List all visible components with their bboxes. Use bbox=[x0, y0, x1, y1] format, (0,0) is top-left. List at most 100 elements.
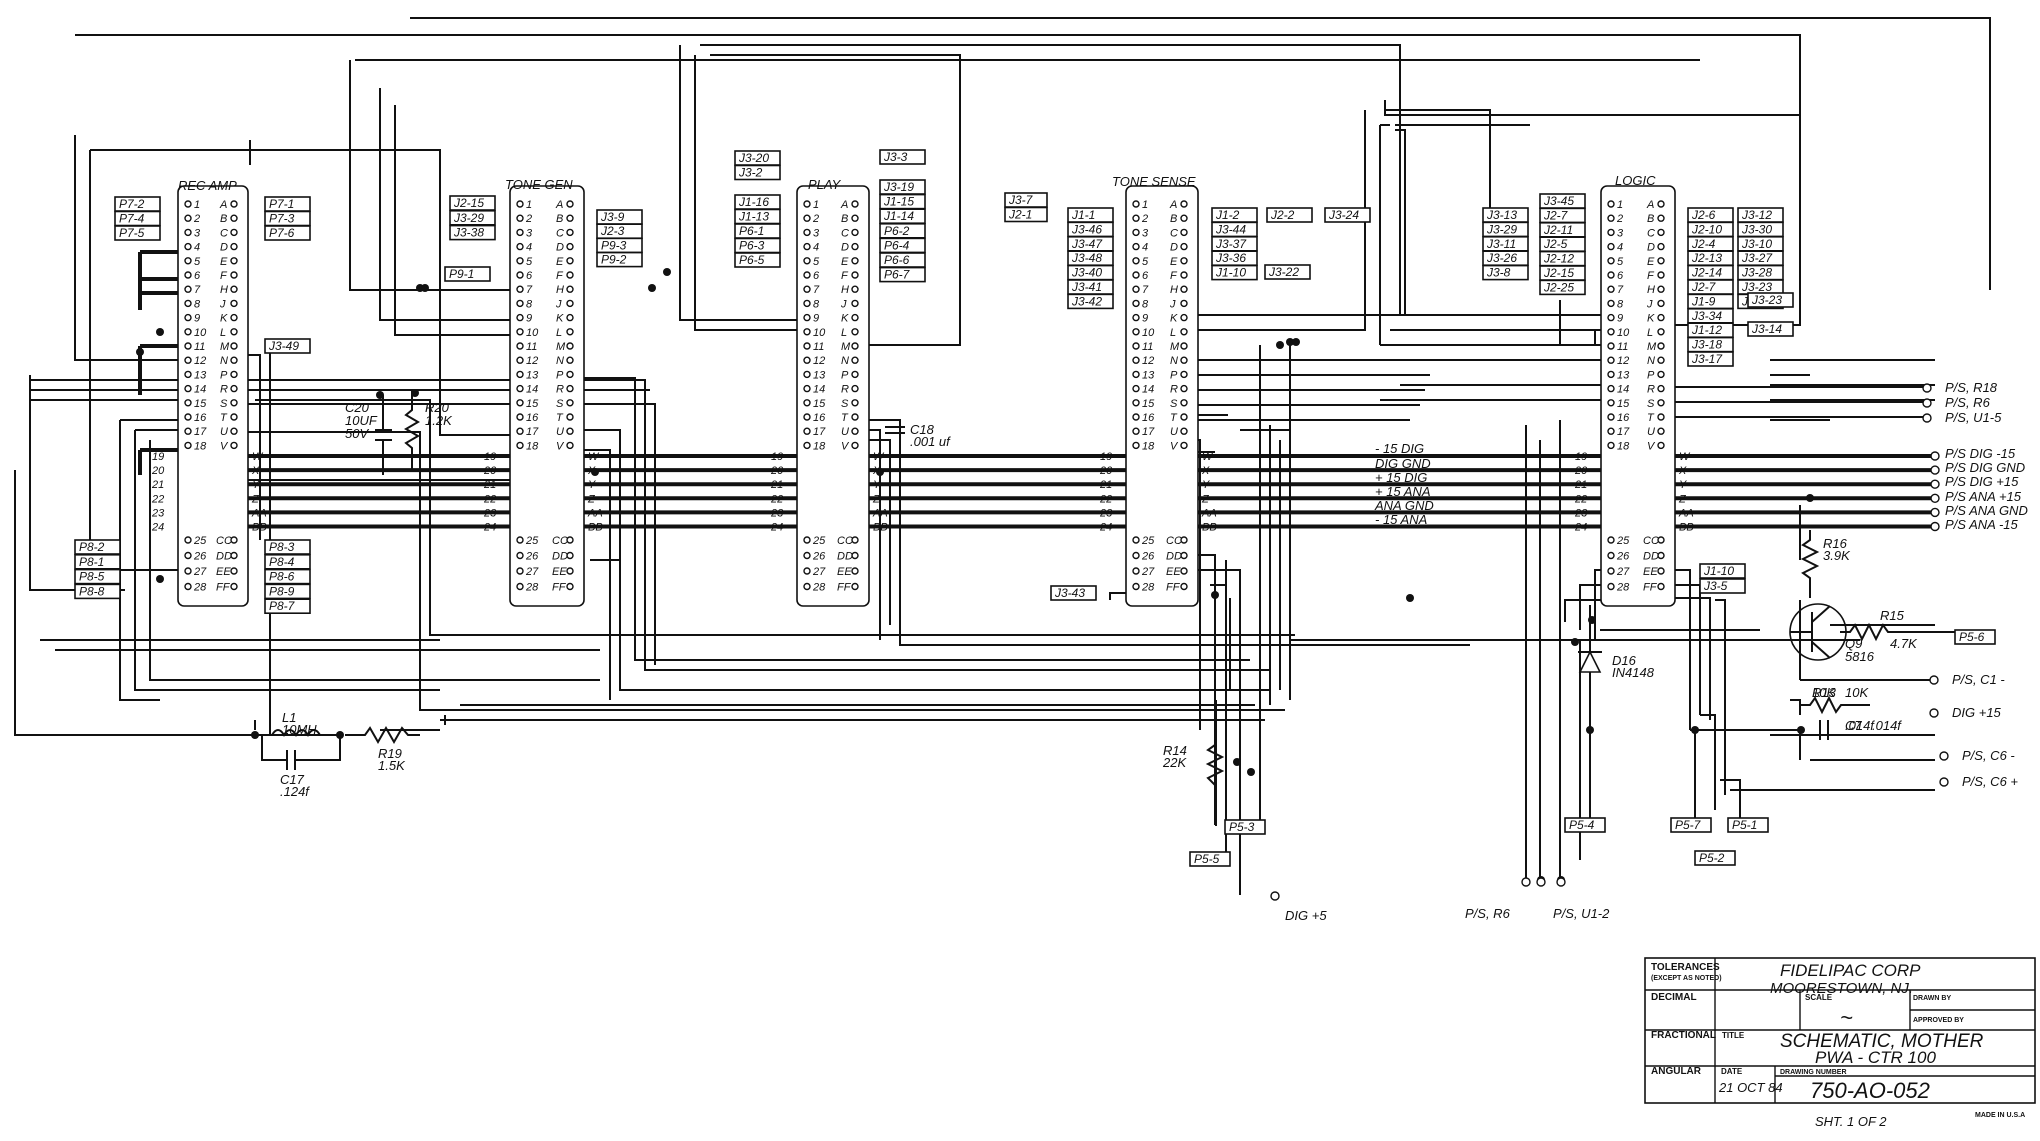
connector-label: J3-38 bbox=[453, 226, 484, 240]
pin-number: 11 bbox=[526, 341, 537, 353]
bus-pin-letter: X bbox=[587, 465, 596, 477]
bus-pin-letter: AA bbox=[587, 507, 603, 519]
connector-j3-37: J3-37 bbox=[1211, 236, 1258, 252]
pin-number: 12 bbox=[194, 355, 206, 367]
connector-p9-1: P9-1 bbox=[444, 266, 491, 282]
pin-number: 8 bbox=[1617, 298, 1624, 310]
pin-number: 6 bbox=[1142, 270, 1149, 282]
connector-label: J2-1 bbox=[1008, 208, 1032, 222]
bus-pin-letter: Z bbox=[872, 493, 881, 505]
connector-j2-14: J2-14 bbox=[1687, 264, 1734, 281]
component-label-c7: .014f bbox=[1872, 718, 1902, 733]
pin-letter: FF bbox=[1166, 582, 1181, 594]
connector-label: J3-18 bbox=[1691, 338, 1722, 352]
connector-j2-6: J2-6 bbox=[1687, 207, 1734, 223]
component-label-r20: 1.2K bbox=[425, 413, 453, 428]
connector-p7-4: P7-4 bbox=[114, 210, 161, 227]
bus-pin-number: 23 bbox=[483, 507, 497, 519]
connector-label: J3-43 bbox=[1054, 586, 1085, 600]
pin-letter: D bbox=[556, 242, 564, 254]
connector-label: J2-13 bbox=[1691, 251, 1722, 265]
connector-j3-17: J3-17 bbox=[1687, 351, 1734, 367]
component-label-c17: C17 bbox=[280, 772, 305, 787]
pin-number: 10 bbox=[1142, 327, 1155, 339]
pin-letter: M bbox=[1647, 341, 1657, 353]
pin-number: 17 bbox=[813, 426, 826, 438]
pin-number: 13 bbox=[526, 369, 539, 381]
pin-number: 5 bbox=[813, 256, 820, 268]
connector-j1-16: J1-16 bbox=[734, 194, 781, 210]
connector-j3-29: J3-29 bbox=[449, 210, 496, 226]
connector-label: J2-5 bbox=[1543, 237, 1568, 251]
bus-pin-number: 20 bbox=[770, 465, 784, 477]
title-block: TOLERANCES (EXCEPT AS NOTED) DECIMAL FRA… bbox=[1644, 957, 2036, 1129]
component-label-c20: C20 bbox=[345, 400, 370, 415]
pin-letter: CC bbox=[1166, 535, 1182, 547]
pin-letter: T bbox=[220, 412, 228, 424]
pin-number: 25 bbox=[1141, 535, 1155, 547]
company-location: MOORESTOWN, NJ. bbox=[1770, 980, 1913, 997]
pin-letter: F bbox=[1170, 270, 1178, 282]
connector-label: P8-2 bbox=[79, 540, 105, 554]
connector-label: J3-20 bbox=[738, 151, 769, 165]
pin-10: 10 L bbox=[1132, 327, 1188, 339]
pin-letter: T bbox=[841, 412, 849, 424]
connector-p8-8: P8-8 bbox=[74, 583, 121, 600]
pin-number: 25 bbox=[525, 535, 539, 547]
connector-label: J1-14 bbox=[883, 209, 914, 223]
pin-number: 15 bbox=[813, 398, 826, 410]
pin-number: 8 bbox=[194, 298, 201, 310]
pin-number: 16 bbox=[1142, 412, 1155, 424]
pin-letter: L bbox=[1170, 327, 1176, 339]
ps-label: P/S ANA +15 bbox=[1945, 489, 2022, 504]
pin-number: 9 bbox=[813, 313, 819, 325]
pin-number: 7 bbox=[1617, 284, 1624, 296]
pin-letter: F bbox=[841, 270, 849, 282]
bus-pin-letter: BB bbox=[873, 522, 888, 534]
bus-pin-letter: W bbox=[588, 451, 600, 463]
connector-label: P7-2 bbox=[119, 197, 145, 211]
module-title: TONE GEN bbox=[505, 177, 573, 192]
pin-number: 26 bbox=[812, 551, 826, 563]
pin-number: 3 bbox=[526, 227, 533, 239]
bus-pin-letter: AA bbox=[1201, 507, 1217, 519]
ps-label: DIG +15 bbox=[1952, 705, 2002, 720]
pin-letter: EE bbox=[1166, 566, 1181, 578]
pin-number: 14 bbox=[194, 384, 206, 396]
connector-j3-26: J3-26 bbox=[1482, 250, 1529, 266]
pin-letter: V bbox=[841, 440, 850, 452]
connector-j3-11: J3-11 bbox=[1482, 236, 1529, 252]
pin-letter: CC bbox=[552, 535, 568, 547]
pin-letter: N bbox=[556, 355, 564, 367]
component-label-r19: 1.5K bbox=[378, 758, 406, 773]
pin-letter: J bbox=[555, 298, 562, 310]
connector-p7-2: P7-2 bbox=[114, 196, 161, 212]
pin-number: 2 bbox=[1141, 213, 1148, 225]
company-name: FIDELIPAC CORP bbox=[1780, 961, 1921, 980]
bus-pin-letter: X bbox=[872, 465, 881, 477]
bus-pin-letter: W bbox=[1202, 451, 1214, 463]
connector-label: P8-4 bbox=[269, 555, 295, 569]
component-label-l1: L1 bbox=[282, 710, 296, 725]
connector-label: J3-22 bbox=[1268, 265, 1299, 279]
connector-label: J3-17 bbox=[1691, 352, 1723, 366]
connector-label: J3-19 bbox=[883, 180, 914, 194]
pin-letter: R bbox=[220, 384, 228, 396]
connector-j2-4: J2-4 bbox=[1687, 236, 1734, 252]
